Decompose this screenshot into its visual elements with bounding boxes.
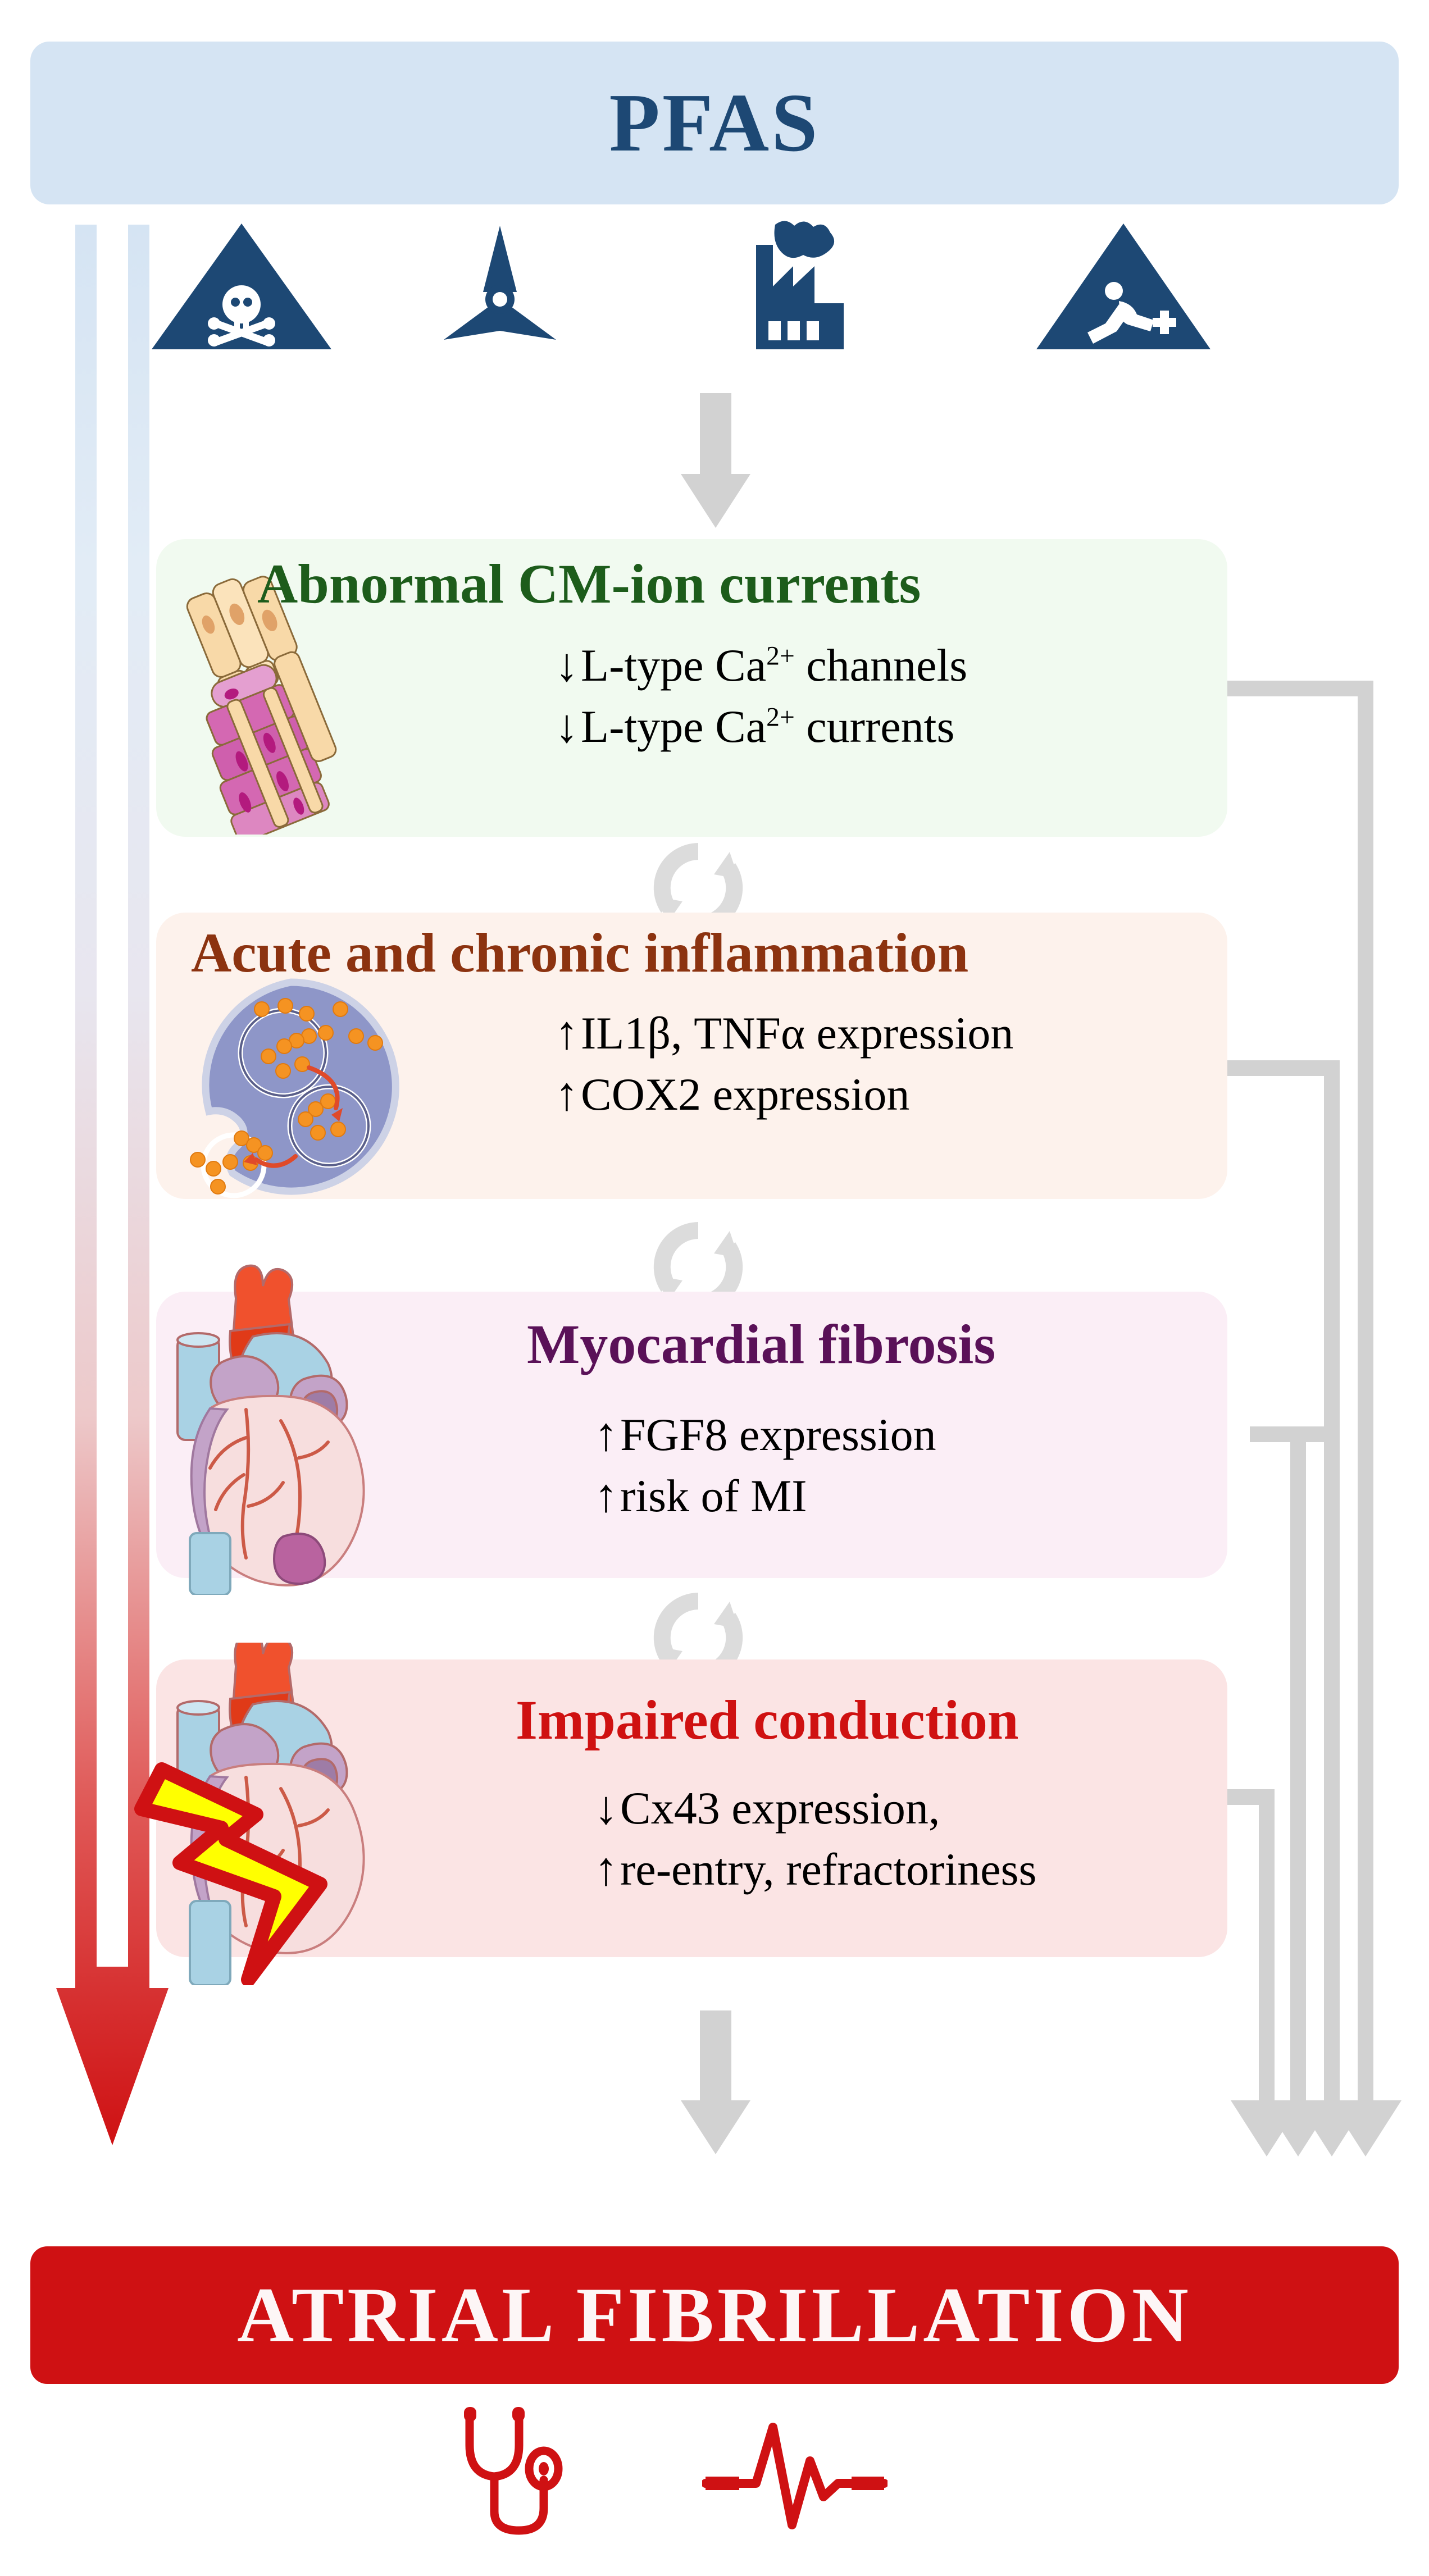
up-arrow-glyph: ↑ [555, 1007, 579, 1059]
bullet-row: ↑FGF8 expression [594, 1404, 936, 1465]
box-bullets-fibrosis: ↑FGF8 expression ↑risk of MI [594, 1404, 936, 1526]
bullet-text: COX2 expression [581, 1069, 910, 1120]
bullet-text: IL1β, TNFα expression [581, 1007, 1014, 1059]
bullet-text: re-entry, refractoriness [620, 1844, 1037, 1895]
bullet-row: ↓L-type Ca2+ currents [555, 696, 967, 757]
bullet-row: ↓L-type Ca2+ channels [555, 635, 967, 696]
hazard-icon-row [0, 219, 1429, 359]
bullet-text: Cx43 expression, [620, 1782, 940, 1834]
box-title-fibrosis: Myocardial fibrosis [527, 1313, 996, 1375]
bullet-tail: channels [794, 640, 968, 691]
down-arrow-glyph: ↓ [555, 639, 579, 691]
atrial-fibrillation-outcome-banner: ATRIAL FIBRILLATION [30, 2246, 1399, 2384]
heart-lightning-illustration [134, 1643, 365, 1985]
factory-pollution-icon [756, 221, 844, 349]
slip-hazard-icon [1036, 224, 1210, 349]
box-bullets-ion: ↓L-type Ca2+ channels ↓L-type Ca2+ curre… [555, 635, 967, 757]
bullet-row: ↑re-entry, refractoriness [594, 1839, 1036, 1900]
box-title-inflammation: Acute and chronic inflammation [191, 922, 969, 984]
pfas-to-af-gradient-arrow [56, 225, 169, 2145]
stage-box-acute-chronic-inflammation: Acute and chronic inflammation ↑IL1β, TN… [156, 913, 1227, 1199]
pfas-header-banner: PFAS [30, 42, 1399, 204]
radiation-hazard-icon [444, 226, 556, 340]
outcome-icon-row [427, 2404, 1045, 2550]
box-bullets-conduction: ↓Cx43 expression, ↑re-entry, refractorin… [594, 1777, 1036, 1900]
up-arrow-glyph: ↑ [555, 1068, 579, 1121]
page-title: PFAS [609, 77, 820, 169]
heart-illustration [176, 1264, 365, 1595]
bullet-tail: currents [794, 701, 955, 753]
bullet-text: risk of MI [620, 1470, 807, 1522]
bullet-superscript: 2+ [766, 703, 795, 732]
flow-arrow-to-atrial-fibrillation [681, 2010, 750, 2156]
box-title-conduction: Impaired conduction [516, 1689, 1019, 1751]
down-arrow-glyph: ↓ [594, 1782, 618, 1834]
cardiomyocyte-illustration [186, 576, 337, 835]
bullet-superscript: 2+ [766, 641, 795, 671]
box-bullets-inflammation: ↑IL1β, TNFα expression ↑COX2 expression [555, 1002, 1013, 1125]
stage-box-abnormal-cm-ion-currents: Abnormal CM-ion currents ↓L-type Ca2+ ch… [156, 539, 1227, 837]
bullet-text: FGF8 expression [620, 1409, 936, 1460]
stage-box-impaired-conduction: Impaired conduction ↓Cx43 expression, ↑r… [134, 1643, 1227, 1985]
box-title-ion: Abnormal CM-ion currents [257, 553, 921, 615]
up-arrow-glyph: ↑ [594, 1408, 618, 1461]
bullet-row: ↑risk of MI [594, 1465, 936, 1526]
outcome-title: ATRIAL FIBRILLATION [237, 2272, 1192, 2359]
stage-box-myocardial-fibrosis: Myocardial fibrosis ↑FGF8 expression ↑ri… [156, 1264, 1227, 1595]
skull-crossbones-hazard-icon [152, 224, 331, 349]
inflammatory-cell-illustration [190, 978, 399, 1198]
stethoscope-icon [464, 2407, 563, 2535]
ecg-heartbeat-icon [702, 2423, 888, 2529]
up-arrow-glyph: ↑ [594, 1470, 618, 1522]
bullet-row: ↑COX2 expression [555, 1064, 1013, 1125]
up-arrow-glyph: ↑ [594, 1843, 618, 1896]
down-arrow-glyph: ↓ [555, 700, 579, 753]
bullet-row: ↑IL1β, TNFα expression [555, 1002, 1013, 1064]
bullet-text: L-type Ca [581, 701, 767, 753]
bullet-row: ↓Cx43 expression, [594, 1777, 1036, 1839]
flow-arrow-to-ion-currents [681, 393, 750, 528]
bullet-text: L-type Ca [581, 640, 767, 691]
